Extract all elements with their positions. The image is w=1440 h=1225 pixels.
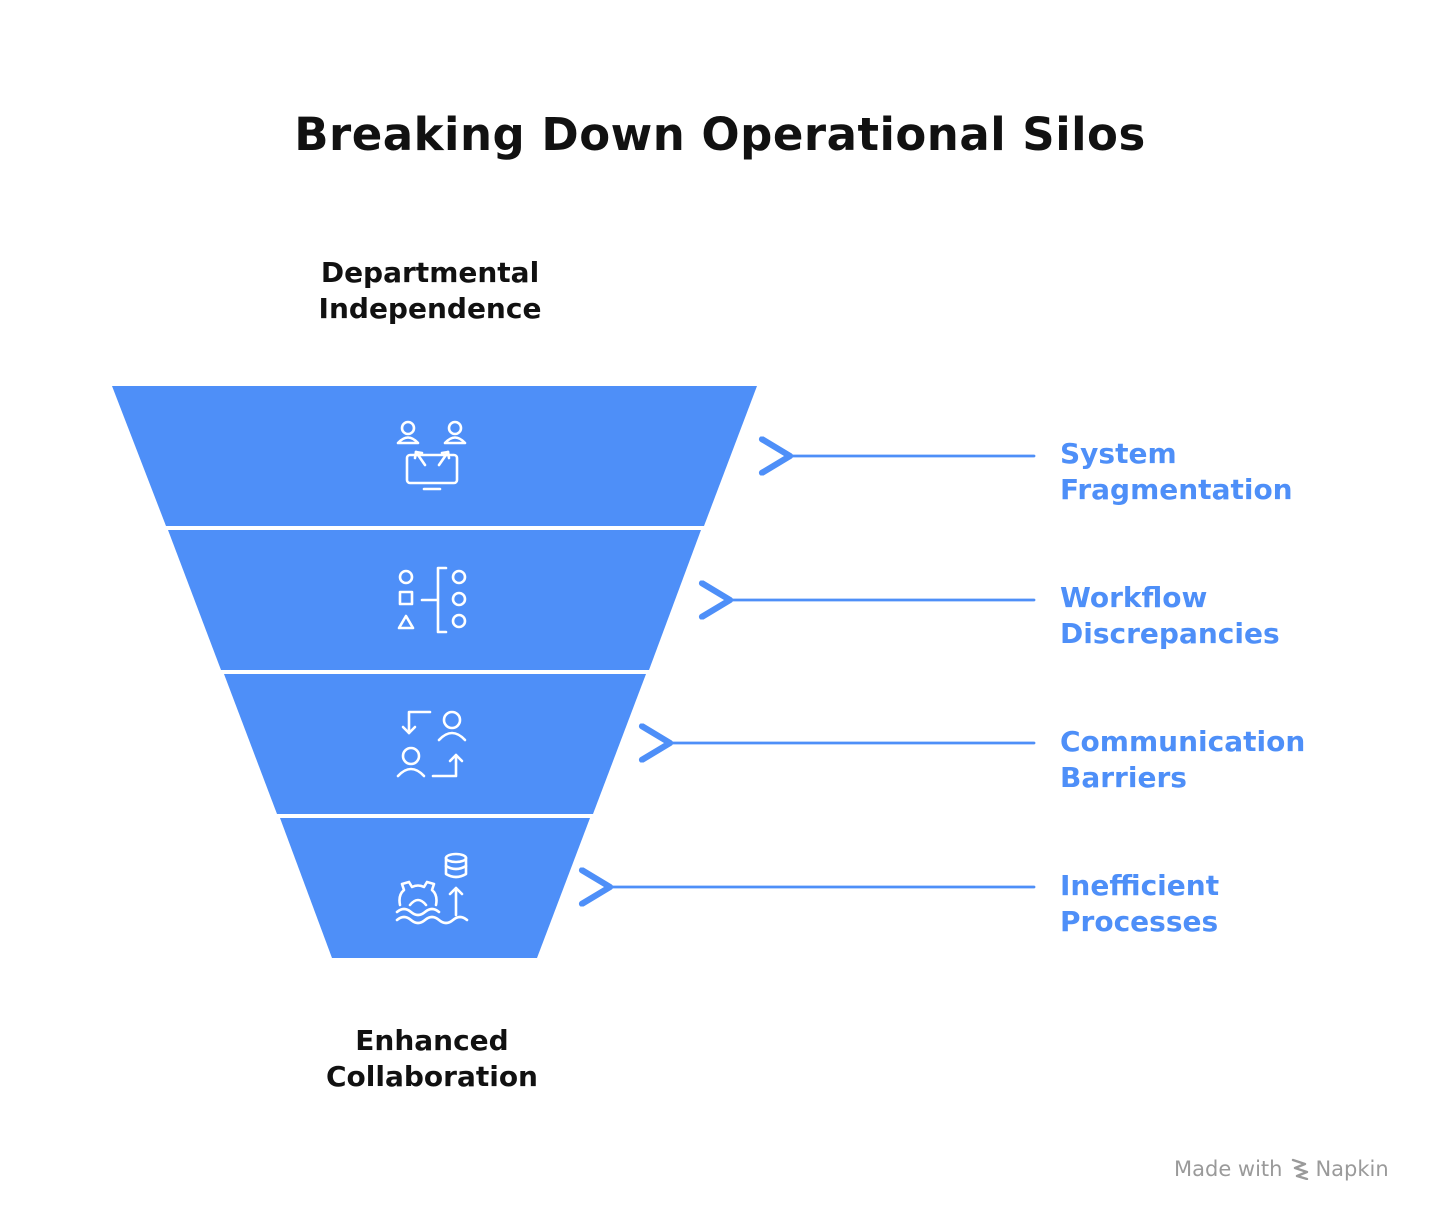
funnel-top-label-line-1: Departmental	[320, 256, 540, 289]
stage-label-line-2: Barriers	[1060, 761, 1187, 794]
stage-label-line-1: Inefficient	[1060, 869, 1220, 902]
napkin-logo-icon	[1292, 1158, 1309, 1180]
stage-label-line-1: Communication	[1060, 725, 1306, 758]
stage-label-system-fragmentation: System Fragmentation	[1060, 436, 1430, 508]
diagram-title: Breaking Down Operational Silos	[294, 108, 1146, 161]
stage-label-line-2: Fragmentation	[1060, 473, 1293, 506]
napkin-brand-text: Napkin	[1315, 1157, 1389, 1181]
stage-label-line-2: Processes	[1060, 905, 1219, 938]
made-with-napkin-badge[interactable]: Made with Napkin	[1174, 1154, 1404, 1184]
stage-label-line-1: System	[1060, 437, 1177, 470]
funnel-top-label: Departmental Independence	[230, 255, 630, 327]
funnel-segment-4	[280, 818, 590, 958]
stage-label-inefficient-processes: Inefficient Processes	[1060, 868, 1430, 940]
shapes-mapping-icon	[397, 566, 467, 634]
stage-label-communication-barriers: Communication Barriers	[1060, 724, 1430, 796]
gear-database-icon	[395, 852, 469, 925]
stage-label-workflow-discrepancies: Workflow Discrepancies	[1060, 580, 1430, 652]
funnel-segment-3	[224, 674, 646, 814]
funnel-top-label-line-2: Independence	[318, 292, 542, 325]
people-computer-icon	[396, 420, 467, 491]
stage-label-line-2: Discrepancies	[1060, 617, 1280, 650]
funnel-bottom-label-line-2: Collaboration	[325, 1060, 538, 1093]
people-exchange-icon	[396, 710, 467, 778]
funnel-bottom-label-line-1: Enhanced	[355, 1024, 509, 1057]
funnel-bottom-label: Enhanced Collaboration	[232, 1023, 632, 1095]
stage-label-line-1: Workflow	[1060, 581, 1208, 614]
made-with-text: Made with	[1174, 1157, 1283, 1181]
